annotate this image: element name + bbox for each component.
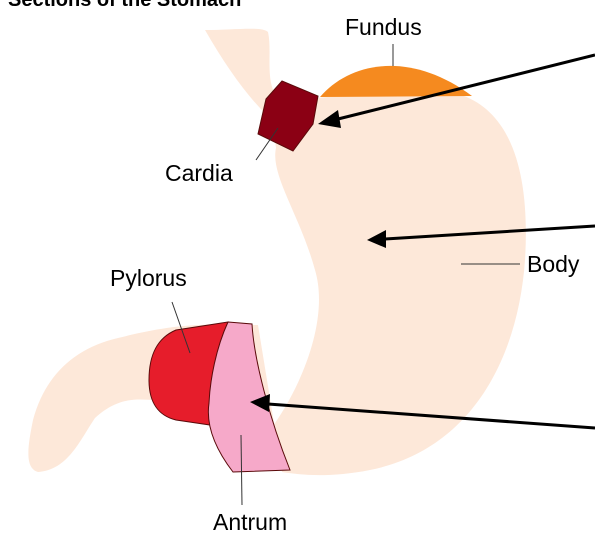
cardia-label: Cardia xyxy=(165,160,233,186)
body-label: Body xyxy=(527,251,580,277)
diagram-title: Sections of the Stomach xyxy=(8,0,241,11)
pylorus-label: Pylorus xyxy=(110,265,187,291)
antrum-region xyxy=(208,322,290,472)
antrum-label: Antrum xyxy=(213,509,287,531)
fundus-label: Fundus xyxy=(345,14,422,40)
